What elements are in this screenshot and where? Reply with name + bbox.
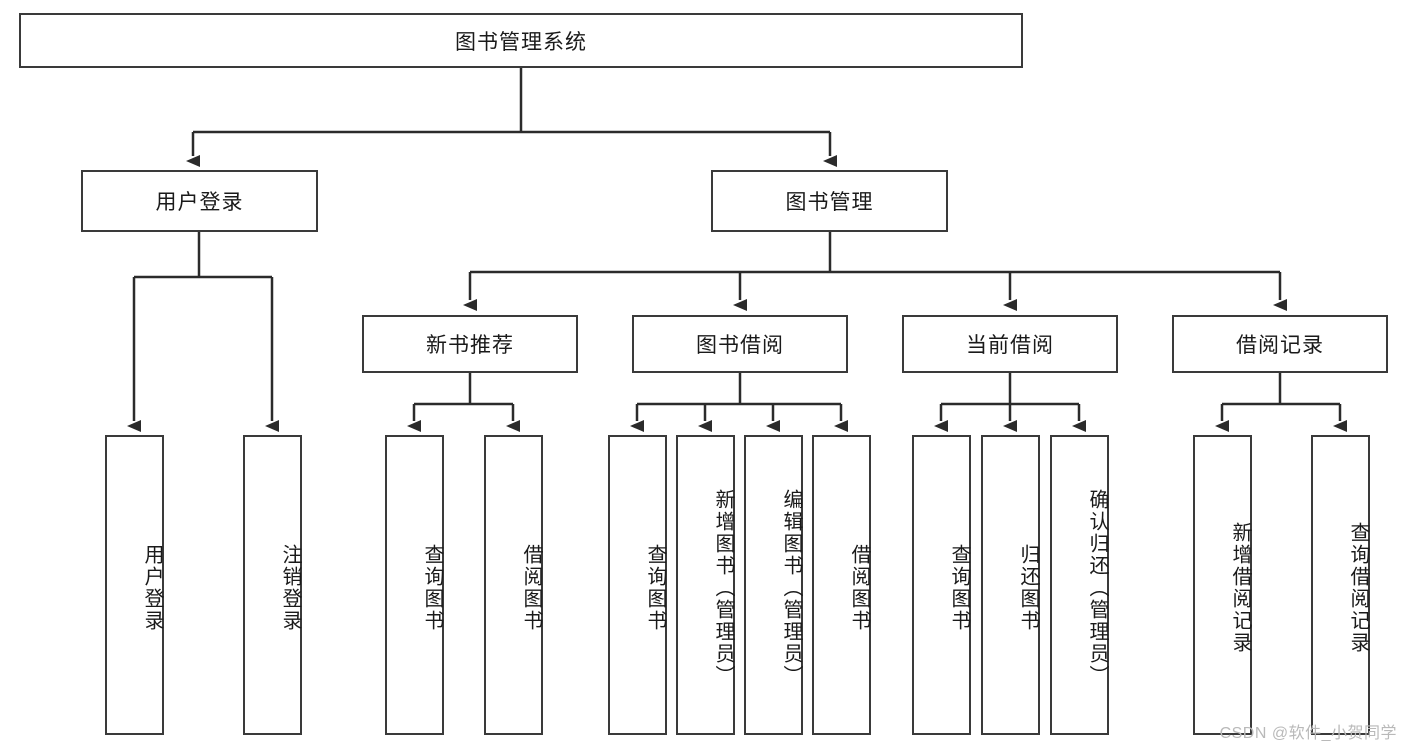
node-root-system[interactable]: 图书管理系统 — [19, 13, 1023, 68]
node-book-management[interactable]: 图书管理 — [711, 170, 948, 232]
leaf-newbook-borrow-book-label: 借阅图书 — [520, 544, 542, 632]
node-user-login-label: 用户登录 — [155, 191, 244, 214]
node-borrow-record-label: 借阅记录 — [1236, 334, 1324, 357]
leaf-borrow-add-book-admin-label: 新增图书（管理员） — [712, 489, 734, 687]
leaf-user-login-signin-label: 用户登录 — [141, 544, 163, 632]
node-user-login[interactable]: 用户登录 — [81, 170, 318, 232]
leaf-borrow-edit-book-admin[interactable]: 编辑图书（管理员） — [744, 435, 803, 735]
node-current-borrow-label: 当前借阅 — [966, 334, 1054, 357]
node-book-borrow[interactable]: 图书借阅 — [632, 315, 848, 373]
leaf-borrow-add-book-admin[interactable]: 新增图书（管理员） — [676, 435, 735, 735]
leaf-newbook-borrow-book[interactable]: 借阅图书 — [484, 435, 543, 735]
leaf-current-query-book[interactable]: 查询图书 — [912, 435, 971, 735]
leaf-user-login-signout-label: 注销登录 — [279, 544, 301, 632]
leaf-record-add-record[interactable]: 新增借阅记录 — [1193, 435, 1252, 735]
leaf-borrow-edit-book-admin-label: 编辑图书（管理员） — [780, 489, 802, 687]
leaf-current-return-book-label: 归还图书 — [1017, 544, 1039, 632]
leaf-current-confirm-return-admin-label: 确认归还（管理员） — [1086, 489, 1108, 687]
leaf-user-login-signin[interactable]: 用户登录 — [105, 435, 164, 735]
leaf-borrow-query-book-label: 查询图书 — [644, 544, 666, 632]
leaf-record-add-record-label: 新增借阅记录 — [1229, 522, 1251, 654]
csdn-watermark: CSDN @软件_小贺同学 — [1219, 725, 1397, 742]
node-current-borrow[interactable]: 当前借阅 — [902, 315, 1118, 373]
leaf-current-return-book[interactable]: 归还图书 — [981, 435, 1040, 735]
leaf-newbook-query-book[interactable]: 查询图书 — [385, 435, 444, 735]
leaf-user-login-signout[interactable]: 注销登录 — [243, 435, 302, 735]
node-book-borrow-label: 图书借阅 — [696, 334, 784, 357]
leaf-record-query-record-label: 查询借阅记录 — [1347, 522, 1369, 654]
leaf-current-confirm-return-admin[interactable]: 确认归还（管理员） — [1050, 435, 1109, 735]
node-new-book-recommend[interactable]: 新书推荐 — [362, 315, 578, 373]
node-borrow-record[interactable]: 借阅记录 — [1172, 315, 1388, 373]
leaf-borrow-query-book[interactable]: 查询图书 — [608, 435, 667, 735]
node-new-book-recommend-label: 新书推荐 — [426, 334, 514, 357]
node-book-management-label: 图书管理 — [785, 191, 874, 214]
leaf-borrow-borrow-book[interactable]: 借阅图书 — [812, 435, 871, 735]
leaf-record-query-record[interactable]: 查询借阅记录 — [1311, 435, 1370, 735]
leaf-newbook-query-book-label: 查询图书 — [421, 544, 443, 632]
leaf-borrow-borrow-book-label: 借阅图书 — [848, 544, 870, 632]
leaf-current-query-book-label: 查询图书 — [948, 544, 970, 632]
node-root-system-label: 图书管理系统 — [455, 30, 587, 54]
